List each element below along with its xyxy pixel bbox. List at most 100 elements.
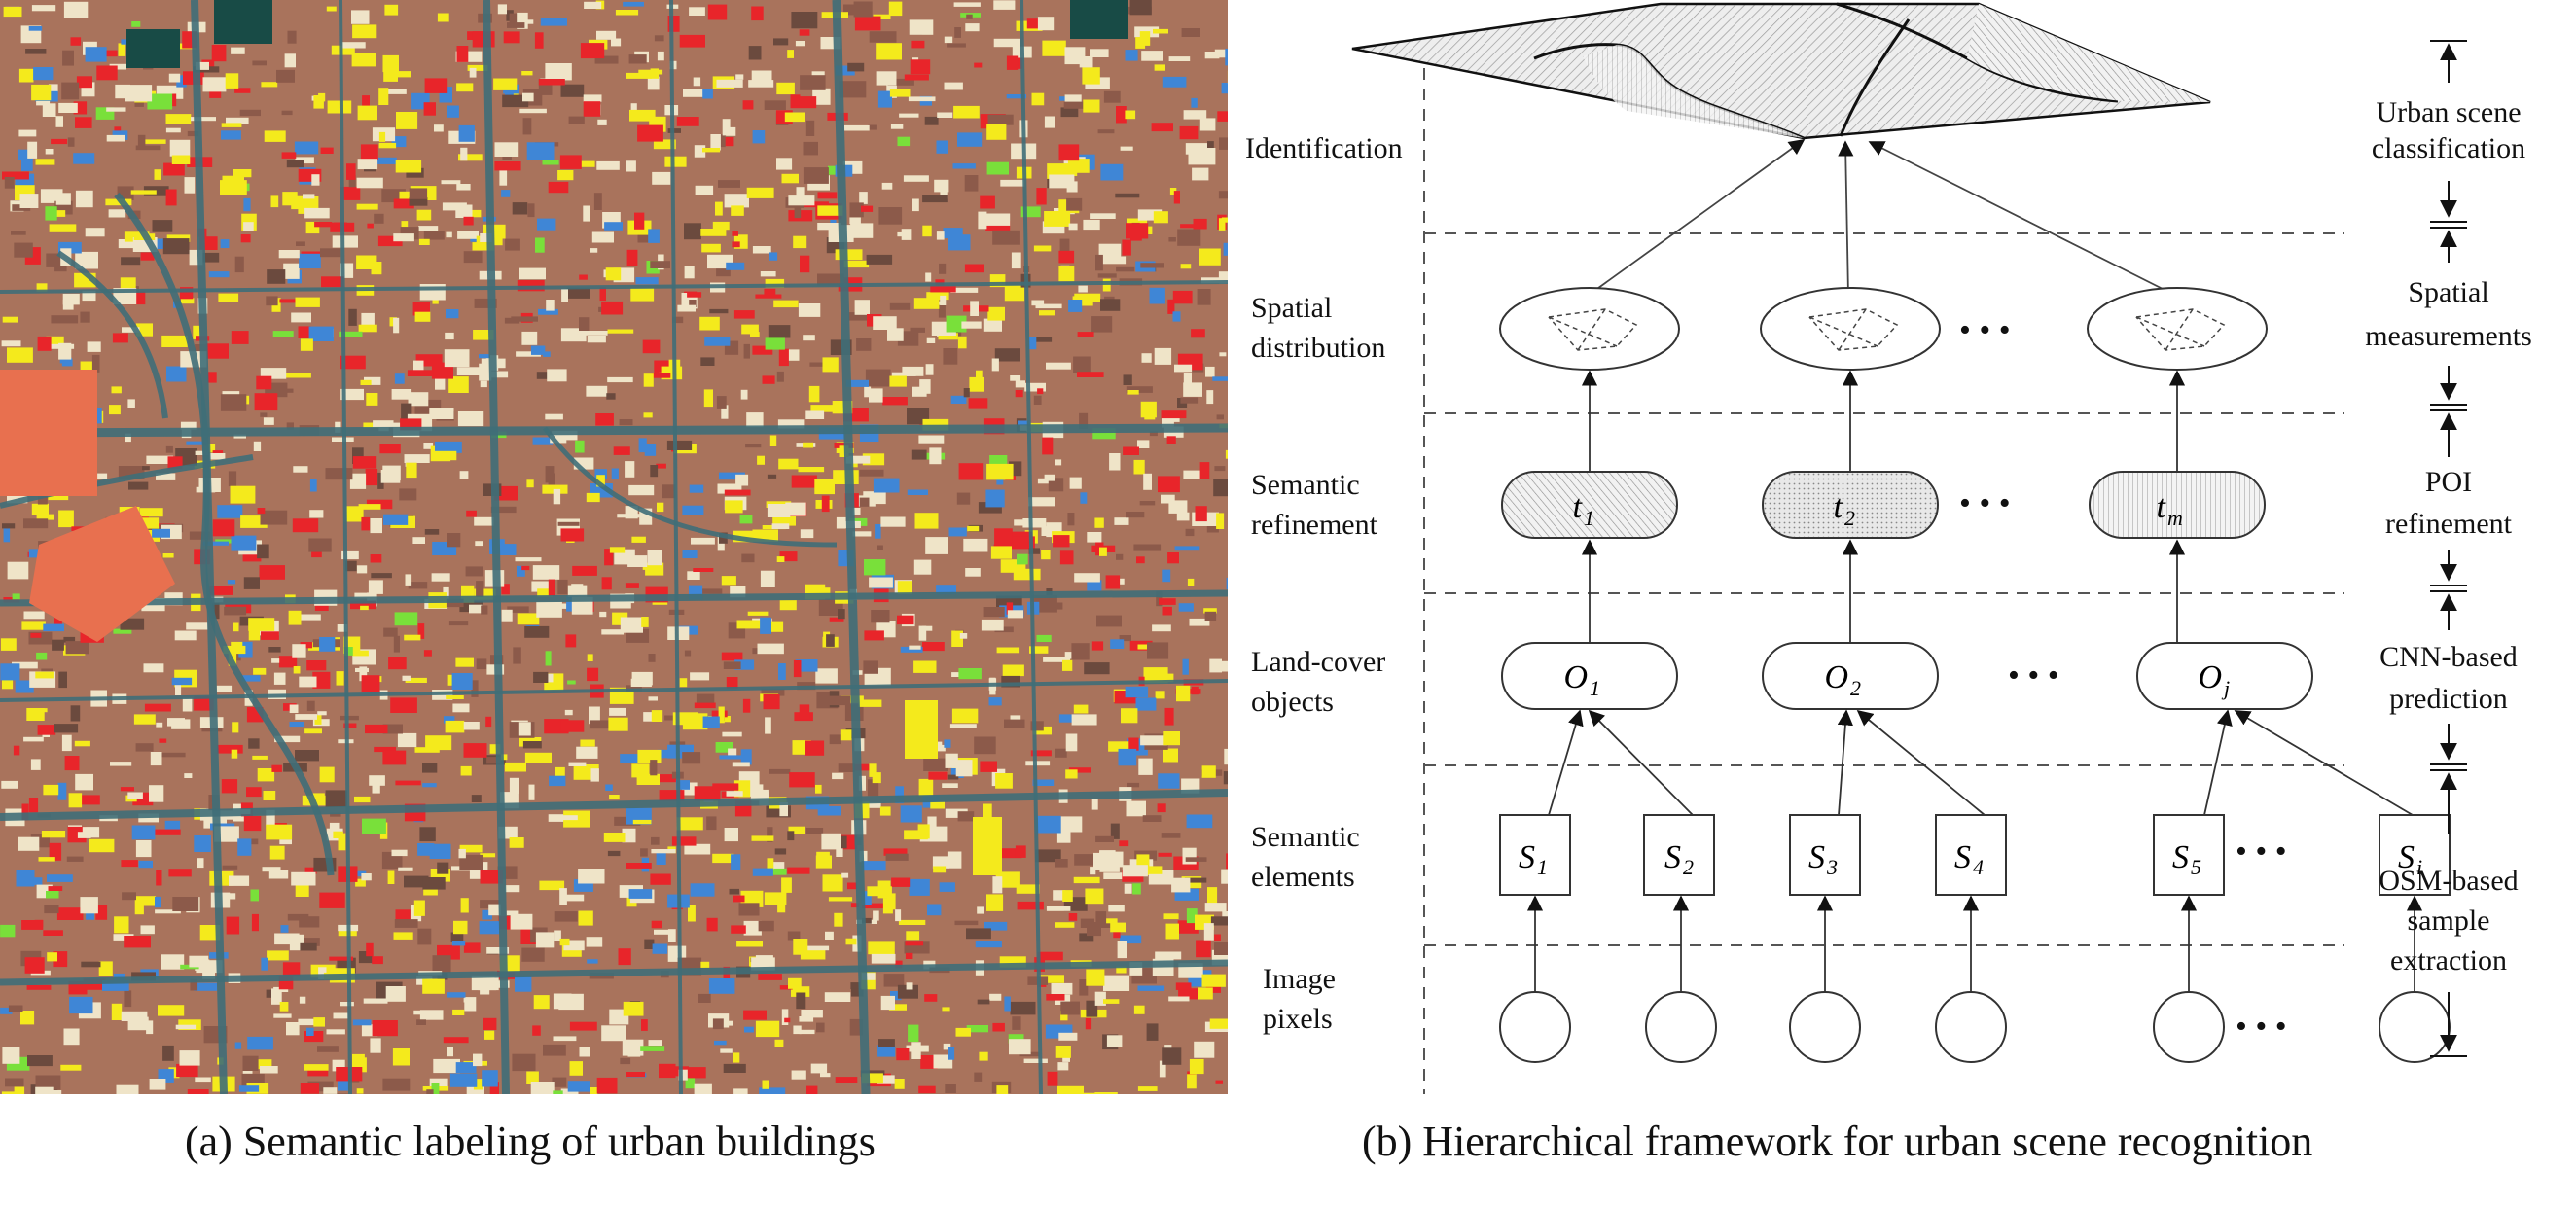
- building-patch: [743, 1010, 767, 1020]
- building-patch: [1039, 310, 1055, 316]
- building-patch: [98, 961, 113, 976]
- building-patch: [572, 565, 597, 576]
- building-patch: [370, 1038, 381, 1053]
- building-patch: [746, 187, 774, 198]
- building-patch: [356, 203, 378, 210]
- level-label-spatial-line2: distribution: [1251, 332, 1385, 364]
- building-patch: [1223, 242, 1228, 256]
- building-patch: [352, 447, 364, 464]
- building-patch: [587, 959, 598, 964]
- building-patch: [517, 12, 528, 29]
- building-patch: [787, 831, 795, 841]
- building-patch: [606, 393, 616, 400]
- building-patch: [631, 763, 650, 778]
- building-patch: [432, 955, 451, 973]
- building-patch: [986, 124, 1007, 140]
- building-patch: [888, 1004, 907, 1011]
- building-patch: [368, 580, 383, 594]
- building-patch: [876, 71, 897, 86]
- building-patch: [62, 299, 74, 310]
- building-patch: [1219, 660, 1228, 672]
- building-patch: [926, 292, 949, 301]
- building-patch: [850, 223, 874, 238]
- building-patch: [672, 316, 684, 324]
- building-patch: [1219, 352, 1227, 357]
- building-patch: [1157, 803, 1166, 813]
- building-patch: [532, 437, 554, 445]
- building-patch: [161, 335, 188, 347]
- svg-text:S: S: [2398, 839, 2415, 875]
- svg-text:1: 1: [1584, 506, 1594, 530]
- building-patch: [1226, 853, 1228, 870]
- building-patch: [35, 1086, 54, 1094]
- building-patch: [260, 510, 288, 525]
- building-patch: [352, 1053, 365, 1072]
- building-patch: [457, 411, 484, 427]
- building-patch: [739, 515, 753, 524]
- building-patch: [401, 221, 409, 228]
- building-patch: [95, 408, 102, 424]
- building-patch: [273, 672, 286, 685]
- building-patch: [295, 883, 309, 897]
- building-patch: [1059, 96, 1068, 101]
- building-patch: [480, 870, 503, 884]
- building-patch: [383, 627, 398, 637]
- building-patch: [408, 392, 429, 407]
- building-patch: [709, 308, 729, 314]
- building-patch: [719, 472, 745, 480]
- building-patch: [405, 574, 412, 586]
- building-patch: [538, 79, 565, 86]
- building-patch: [652, 943, 668, 954]
- building-patch: [793, 1025, 802, 1035]
- building-patch: [376, 157, 397, 164]
- building-patch: [484, 1030, 495, 1040]
- building-patch: [1140, 735, 1167, 746]
- building-patch: [134, 100, 144, 107]
- building-patch: [728, 748, 737, 759]
- building-patch: [629, 109, 656, 122]
- building-patch: [663, 1066, 689, 1077]
- building-patch: [118, 43, 126, 56]
- building-patch: [733, 895, 745, 903]
- building-patch: [549, 775, 566, 787]
- building-patch: [716, 79, 743, 88]
- building-patch: [352, 456, 377, 469]
- building-patch: [955, 1027, 971, 1037]
- building-patch: [1035, 303, 1062, 309]
- building-patch: [799, 1016, 814, 1022]
- building-patch: [1035, 815, 1061, 834]
- building-patch: [146, 1020, 154, 1035]
- building-patch: [836, 516, 846, 529]
- building-patch: [638, 438, 647, 453]
- building-patch: [465, 566, 483, 577]
- building-patch: [1015, 390, 1023, 398]
- building-patch: [758, 920, 774, 932]
- building-patch: [1193, 218, 1207, 230]
- building-patch: [1154, 64, 1165, 71]
- building-patch: [684, 266, 695, 279]
- building-patch: [543, 1044, 566, 1056]
- building-patch: [267, 950, 289, 961]
- building-patch: [43, 930, 63, 936]
- building-patch: [271, 764, 282, 772]
- building-patch: [124, 990, 132, 1008]
- building-patch: [333, 1012, 348, 1019]
- building-patch: [526, 142, 555, 160]
- building-patch: [954, 27, 961, 38]
- building-patch: [1093, 852, 1100, 870]
- building-patch: [1015, 380, 1025, 388]
- building-patch: [28, 798, 39, 813]
- building-patch: [113, 628, 132, 634]
- building-patch: [546, 300, 555, 311]
- building-patch: [605, 784, 613, 791]
- building-patch: [1191, 329, 1205, 338]
- building-patch: [1062, 890, 1073, 902]
- building-patch: [217, 744, 243, 754]
- building-patch: [509, 837, 524, 848]
- building-patch: [481, 605, 488, 615]
- building-patch: [911, 449, 927, 460]
- building-patch: [757, 455, 765, 465]
- building-patch: [889, 302, 911, 310]
- building-patch: [545, 466, 555, 483]
- building-patch: [733, 310, 755, 319]
